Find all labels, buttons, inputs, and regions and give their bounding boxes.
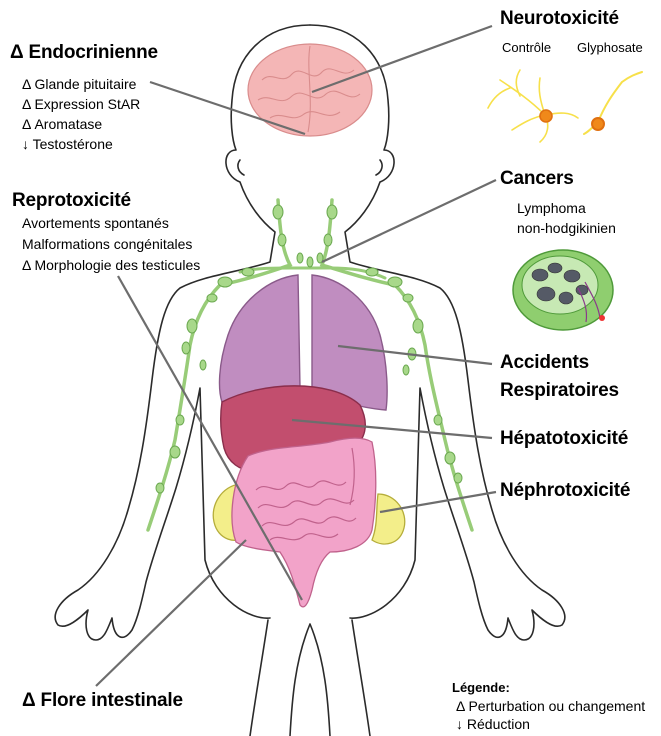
cancers-sub-1: Lymphoma bbox=[517, 198, 586, 218]
leader-cancers bbox=[322, 180, 496, 262]
endocrine-item-1: Δ Glande pituitaire bbox=[22, 74, 136, 94]
neuron-control-icon bbox=[488, 70, 578, 142]
intestines bbox=[232, 438, 376, 607]
endocrine-item-4: ↓ Testostérone bbox=[22, 134, 113, 154]
repro-title: Reprotoxicité bbox=[12, 190, 131, 212]
endocrine-title: Δ Endocrinienne bbox=[10, 42, 158, 64]
legend-title: Légende: bbox=[452, 680, 510, 695]
neuro-title: Neurotoxicité bbox=[500, 8, 619, 30]
flora-title: Δ Flore intestinale bbox=[22, 690, 183, 712]
legend-item-change: Δ Perturbation ou changement bbox=[456, 698, 645, 714]
repro-item-3: Δ Morphologie des testicules bbox=[22, 255, 200, 275]
repro-item-1: Avortements spontanés bbox=[22, 213, 169, 233]
neuro-glyphosate-label: Glyphosate bbox=[577, 40, 643, 55]
neuro-control-label: Contrôle bbox=[502, 40, 551, 55]
nephro-title: Néphrotoxicité bbox=[500, 480, 630, 502]
respiratory-line1: Accidents bbox=[500, 352, 589, 374]
endocrine-item-3: Δ Aromatase bbox=[22, 114, 102, 134]
neuron-glyphosate-icon bbox=[584, 72, 642, 134]
repro-item-2: Malformations congénitales bbox=[22, 234, 192, 254]
endocrine-item-2: Δ Expression StAR bbox=[22, 94, 140, 114]
legend-item-reduction: ↓ Réduction bbox=[456, 716, 530, 732]
cancers-title: Cancers bbox=[500, 168, 574, 190]
leader-flora bbox=[96, 540, 246, 686]
respiratory-line2: Respiratoires bbox=[500, 380, 619, 402]
lymph-node-icon bbox=[513, 250, 613, 330]
hepato-title: Hépatotoxicité bbox=[500, 428, 628, 450]
cancers-sub-2: non-hodgikinien bbox=[517, 218, 616, 238]
